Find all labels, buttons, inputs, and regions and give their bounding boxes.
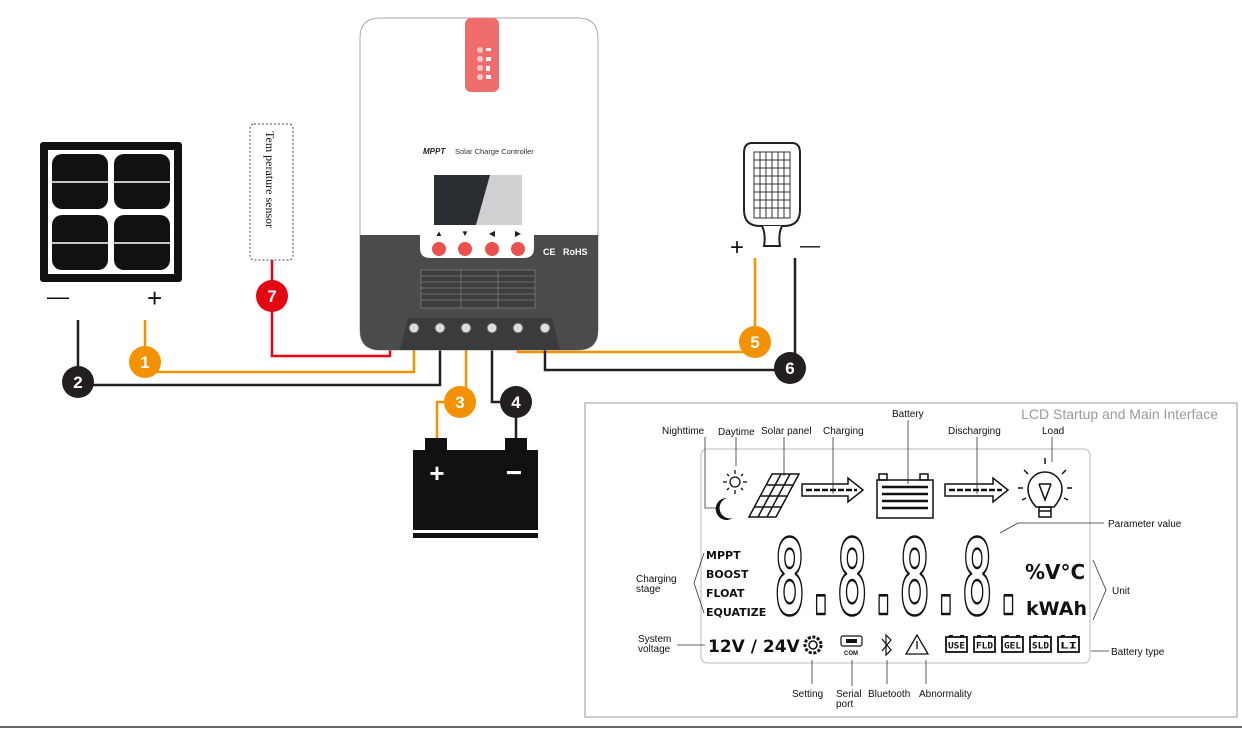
wire-2: [76, 320, 442, 387]
sun-icon: [723, 470, 747, 494]
svg-text:2: 2: [73, 373, 82, 392]
moon-icon: [715, 497, 733, 520]
load-bulb-icon: [1018, 458, 1072, 518]
callout-parameter-value: Parameter value: [1108, 519, 1182, 530]
unit-percent-volt-celsius: %V°C: [1025, 560, 1085, 584]
marker-6: 6: [774, 352, 806, 384]
battery-type-label: FLD: [976, 642, 994, 652]
bluetooth-icon: [881, 633, 892, 657]
down-button[interactable]: [458, 242, 472, 256]
battery-type-gel: GEL: [1001, 635, 1024, 653]
battery: [413, 438, 538, 538]
com-label: COM: [844, 651, 858, 657]
callout-load: Load: [1042, 426, 1064, 437]
callout-charging-stage-line1: Charging: [636, 574, 677, 585]
callout-setting: Setting: [792, 689, 823, 700]
svg-text:7: 7: [267, 287, 276, 306]
callout-discharging: Discharging: [948, 426, 1001, 437]
charge-controller: MPPT Solar Charge Controller ▲ ▼ ◀ ▶ CE …: [359, 17, 599, 351]
discharging-arrow-icon: [944, 476, 1010, 504]
battery-type-use: USE: [945, 635, 968, 653]
lcd-panel-title: LCD Startup and Main Interface: [1021, 406, 1218, 422]
svg-text:3: 3: [455, 393, 464, 412]
connection-markers: 1 2 3 4 5 6 7: [62, 280, 806, 418]
marker-4: 4: [500, 386, 532, 418]
battery-type-li: LI: [1057, 635, 1080, 653]
warning-icon: [904, 633, 930, 655]
spec-table: [420, 269, 536, 309]
stage-float: FLOAT: [706, 587, 745, 600]
unit-kwah: kWAh: [1026, 598, 1087, 620]
callout-system-voltage-line2: voltage: [638, 644, 671, 655]
battery-type-label: USE: [948, 642, 965, 652]
battery-type-sld: SLD: [1029, 635, 1052, 653]
led-indicator-panel: [465, 18, 499, 92]
callout-charging-stage-line2: stage: [636, 584, 661, 595]
callout-battery-type: Battery type: [1111, 647, 1165, 658]
marker-3: 3: [444, 386, 476, 418]
callout-battery: Battery: [892, 409, 924, 420]
battery-type-label: LI: [1060, 642, 1077, 652]
battery-type-indicators: USE FLD GEL SLD LI: [945, 635, 1080, 653]
callout-solar-panel: Solar panel: [761, 426, 812, 437]
terminal-block: [408, 322, 551, 334]
marker-5: 5: [739, 326, 771, 358]
solar-minus-label: —: [47, 284, 69, 309]
callout-charging: Charging: [823, 426, 864, 437]
parameter-value-display: 8.8.8.8.: [774, 517, 1024, 639]
battery-plus-label: +: [429, 458, 444, 488]
load-minus-label: —: [800, 235, 820, 257]
solar-panel-icon: [747, 473, 801, 518]
down-button-label: ▼: [461, 229, 469, 238]
controller-title: Solar Charge Controller: [455, 147, 534, 156]
battery-type-fld: FLD: [973, 635, 996, 653]
callout-serial-port-line1: Serial: [836, 689, 862, 700]
rohs-mark: RoHS: [563, 247, 588, 257]
lcd-screen-outline: [700, 448, 1091, 664]
charging-arrow-icon: [801, 476, 865, 504]
serial-port-icon: COM: [840, 635, 863, 657]
marker-7: 7: [256, 280, 288, 312]
right-button[interactable]: [511, 242, 525, 256]
system-voltage-value: 12V / 24V: [708, 637, 801, 657]
callout-bluetooth: Bluetooth: [868, 689, 910, 700]
callout-daytime: Daytime: [718, 427, 755, 438]
lcd-legend-panel: [584, 402, 1238, 718]
callout-serial-port-line2: port: [836, 699, 853, 710]
callout-lines: [677, 420, 1109, 686]
battery-minus-label: −: [506, 457, 522, 488]
battery-icon: [876, 473, 934, 519]
left-button-label: ◀: [489, 229, 496, 238]
battery-type-label: SLD: [1032, 642, 1050, 652]
solar-panel: [40, 142, 182, 282]
left-button[interactable]: [485, 242, 499, 256]
load-plus-label: +: [730, 234, 744, 261]
marker-2: 2: [62, 366, 94, 398]
ce-mark: CE: [543, 247, 556, 257]
callout-abnormality: Abnormality: [919, 689, 972, 700]
marker-1: 1: [129, 346, 161, 378]
brand-label: MPPT: [423, 147, 446, 156]
temperature-sensor-label: Tem perature sensor: [263, 131, 277, 228]
battery-type-label: GEL: [1004, 642, 1022, 652]
svg-text:5: 5: [750, 333, 759, 352]
callout-unit: Unit: [1112, 586, 1130, 597]
load-lamp: [743, 142, 801, 247]
stage-equatize: EQUATIZE: [706, 606, 766, 619]
svg-text:6: 6: [785, 359, 794, 378]
up-button-label: ▲: [435, 229, 443, 238]
callout-nighttime: Nighttime: [662, 426, 705, 437]
stage-boost: BOOST: [706, 568, 749, 581]
up-button[interactable]: [432, 242, 446, 256]
right-button-label: ▶: [515, 229, 522, 238]
setting-gear-icon: [803, 635, 823, 655]
stage-mppt: MPPT: [706, 549, 741, 562]
solar-plus-label: +: [147, 283, 162, 313]
wire-6: [543, 258, 797, 372]
svg-text:4: 4: [511, 393, 521, 412]
callout-system-voltage-line1: System: [638, 634, 671, 645]
svg-text:1: 1: [140, 353, 149, 372]
